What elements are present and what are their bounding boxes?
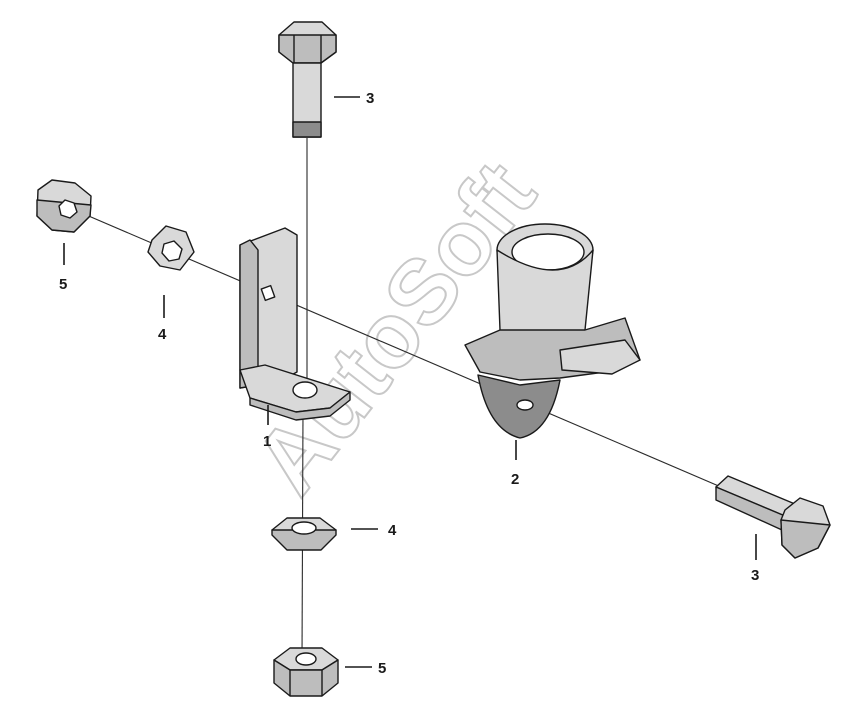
bolt-right-part xyxy=(715,475,831,559)
nut-left-part xyxy=(36,179,92,233)
nut-bottom-part xyxy=(273,647,339,697)
clamp-part xyxy=(464,223,641,439)
bracket-part xyxy=(239,227,351,421)
callout-label-bolt-right: 3 xyxy=(751,567,759,584)
washer-bottom-part xyxy=(271,517,337,551)
callout-label-nut-bottom: 5 xyxy=(378,660,386,677)
bolt-top-part xyxy=(278,21,337,138)
callout-label-clamp: 2 xyxy=(511,471,519,488)
callout-label-washer-bottom: 4 xyxy=(388,522,397,539)
washer-left-part xyxy=(147,225,195,271)
callout-label-washer-left: 4 xyxy=(158,326,167,343)
callout-label-bolt-top: 3 xyxy=(366,90,374,107)
callout-label-nut-left: 5 xyxy=(59,276,67,293)
callout-label-bracket: 1 xyxy=(263,433,271,450)
